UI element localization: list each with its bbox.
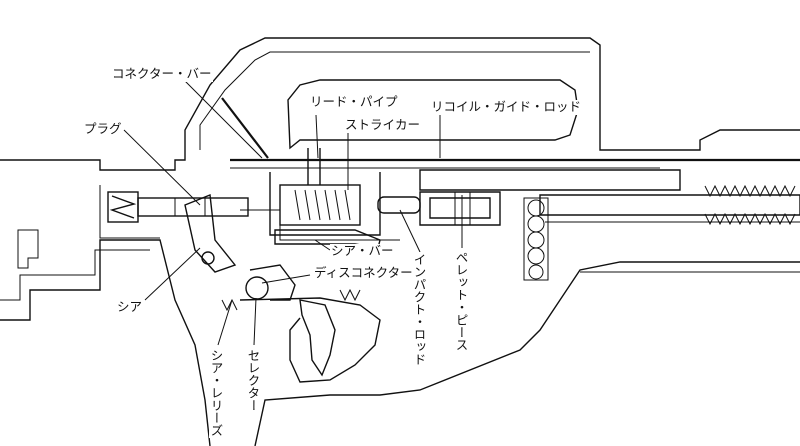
lower-body-inner [0, 249, 150, 301]
disconnector-part [249, 264, 296, 301]
trigger-guard [239, 297, 381, 383]
lower-body-outline [0, 239, 211, 446]
plug-spring [107, 191, 139, 223]
reed-pipe-tube [307, 148, 321, 185]
trigger [299, 299, 336, 377]
label-plug: プラグ [83, 121, 123, 137]
label-sear-release: シア・レリーズ [208, 348, 224, 438]
receiver-outline [0, 37, 800, 171]
leader-lines [123, 73, 463, 346]
upper-barrel [419, 169, 681, 191]
label-connector-bar: コネクター・バー [111, 66, 213, 82]
connector-bar-part [221, 97, 269, 159]
label-reed-pipe: リード・パイプ [309, 94, 399, 110]
bead-column [523, 197, 549, 281]
label-recoil-guide-rod: リコイル・ガイド・ロッド [430, 99, 583, 115]
grip-front [254, 261, 800, 446]
right-barrel [539, 194, 800, 216]
label-pellet-piece: ペレット・ピース [453, 250, 469, 352]
label-selector: セレクター [245, 348, 261, 413]
trigger-spring [221, 288, 361, 312]
left-bracket [17, 229, 39, 269]
left-recess [99, 185, 160, 239]
sear-pivot [201, 251, 215, 265]
label-striker: ストライカー [344, 117, 422, 133]
striker-spring [294, 189, 351, 221]
right-spring [704, 184, 796, 226]
label-sear: シア [116, 299, 144, 315]
receiver-inner-top [199, 51, 590, 150]
sear-part [184, 194, 237, 273]
selector-pivot [245, 276, 269, 300]
impact-rod [377, 196, 421, 214]
chamber-frame [269, 172, 381, 236]
pellet-piece-inner [454, 192, 471, 225]
stock-hump [287, 79, 579, 150]
label-disconnector: ディスコネクター [313, 265, 414, 281]
label-impact-rod: インパクト・ロッド [411, 252, 427, 367]
plug-body [137, 197, 249, 217]
pellet-piece [419, 191, 501, 226]
label-sear-bar: シア・バー [330, 243, 395, 259]
plug-tip [174, 198, 206, 216]
